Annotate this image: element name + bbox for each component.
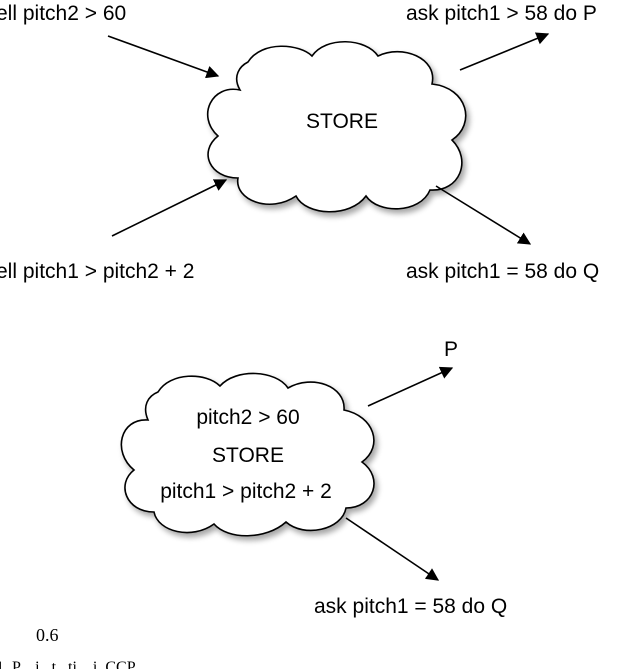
figure-caption: 1. P... i...t...ti... i. CCP: [0, 659, 136, 669]
arrow-to-ask: [345, 517, 440, 581]
bottom-ask-label: ask pitch1 = 58 do Q: [314, 595, 507, 618]
ask-bottom-label: ask pitch1 = 58 do Q: [406, 260, 599, 283]
arrow-tell-bottom: [111, 179, 228, 237]
top-store-cloud: [206, 40, 467, 213]
arrow-tell-top: [107, 35, 220, 79]
bottom-store-label: STORE: [212, 444, 284, 467]
ask-top-label: ask pitch1 > 58 do P: [406, 2, 597, 25]
arrow-to-p: [367, 366, 454, 407]
p-label: P: [444, 338, 458, 361]
tell-bottom-label: ell pitch1 > pitch2 + 2: [0, 260, 194, 283]
bottom-line1: pitch2 > 60: [196, 406, 299, 429]
tell-top-label: ell pitch2 > 60: [0, 2, 126, 25]
top-store-label: STORE: [306, 110, 378, 133]
arrow-ask-bottom: [435, 185, 532, 245]
bottom-store-cloud: [120, 372, 375, 537]
arrow-ask-top: [459, 32, 550, 71]
top-store-diagram: STORE ell pitch2 > 60 ell pitch1 > pitch…: [0, 2, 599, 283]
bottom-line3: pitch1 > pitch2 + 2: [160, 480, 332, 503]
page-number: 0.6: [36, 625, 59, 645]
bottom-store-diagram: pitch2 > 60 STORE pitch1 > pitch2 + 2 P …: [120, 338, 507, 618]
